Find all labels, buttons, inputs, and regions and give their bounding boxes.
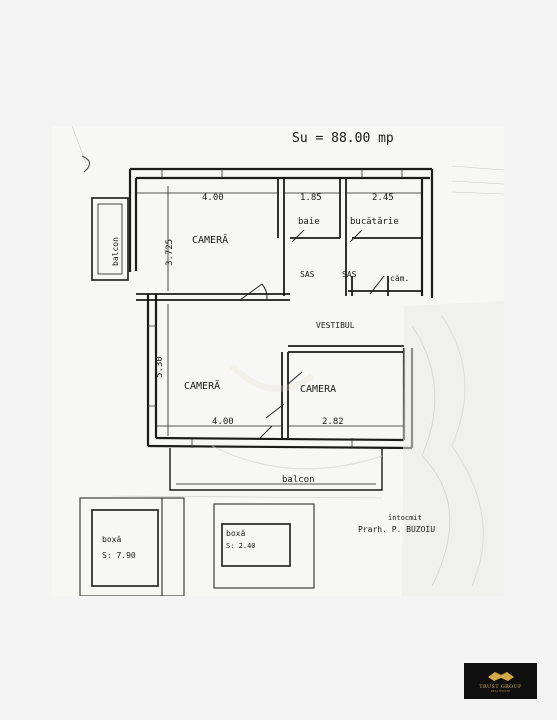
- floor-plan-drawing: Su = 88.00 mp CAMERĂ CAMERĂ CAMERA baie …: [52, 126, 504, 596]
- room-label-boxa-1: boxă: [102, 535, 121, 544]
- dim-4-00-bottom: 4.00: [212, 417, 234, 427]
- handshake-icon: [487, 671, 514, 681]
- scan-lines: [71, 126, 504, 499]
- dim-3-725: 3.725: [165, 239, 175, 266]
- doors: [239, 229, 385, 439]
- room-label-camera-right: CAMERA: [300, 384, 336, 395]
- dim-2-82: 2.82: [322, 417, 344, 427]
- signature-name: Prarh. P. BUZOIU: [358, 525, 435, 534]
- balcony-bottom: [169, 448, 383, 491]
- room-label-sas-1: SAS: [300, 270, 315, 279]
- floor-plan: Su = 88.00 mp CAMERĂ CAMERĂ CAMERA baie …: [52, 126, 504, 596]
- scan-glare: [211, 301, 504, 596]
- dim-5-30: 5.30: [155, 356, 165, 378]
- trust-group-logo: TRUST GROUP REAL ESTATE: [464, 663, 537, 699]
- windows: [148, 169, 403, 448]
- dim-2-45: 2.45: [372, 193, 394, 203]
- room-label-balcon-side: balcon: [111, 237, 120, 266]
- logo-name: TRUST GROUP: [479, 684, 522, 690]
- room-label-boxa-2: boxă: [226, 529, 245, 538]
- room-label-baie: baie: [298, 217, 320, 227]
- signature-title: întocmit: [388, 514, 422, 522]
- logo-subtitle: REAL ESTATE: [490, 690, 511, 693]
- dimension-ticks: [136, 186, 422, 436]
- balcony-side: [91, 197, 129, 281]
- room-label-bucatarie: bucătărie: [350, 217, 399, 227]
- dim-4-00-top: 4.00: [202, 193, 224, 203]
- boxa-2-area: S: 2.40: [226, 542, 256, 550]
- dim-1-85: 1.85: [300, 193, 322, 203]
- total-area-label: Su = 88.00 mp: [292, 131, 394, 146]
- room-label-camera-left: CAMERĂ: [184, 379, 220, 392]
- boxa-1-area: S: 7.90: [102, 551, 136, 560]
- room-label-vestibul: VESTIBUL: [316, 321, 355, 330]
- room-label-camera-top: CAMERĂ: [192, 233, 228, 246]
- room-label-balcon-bottom: balcon: [282, 475, 315, 485]
- storage-rooms: [79, 497, 315, 596]
- room-label-camara: căm.: [390, 274, 409, 283]
- interior-walls: [136, 178, 422, 438]
- room-label-sas-2: SAS: [342, 270, 357, 279]
